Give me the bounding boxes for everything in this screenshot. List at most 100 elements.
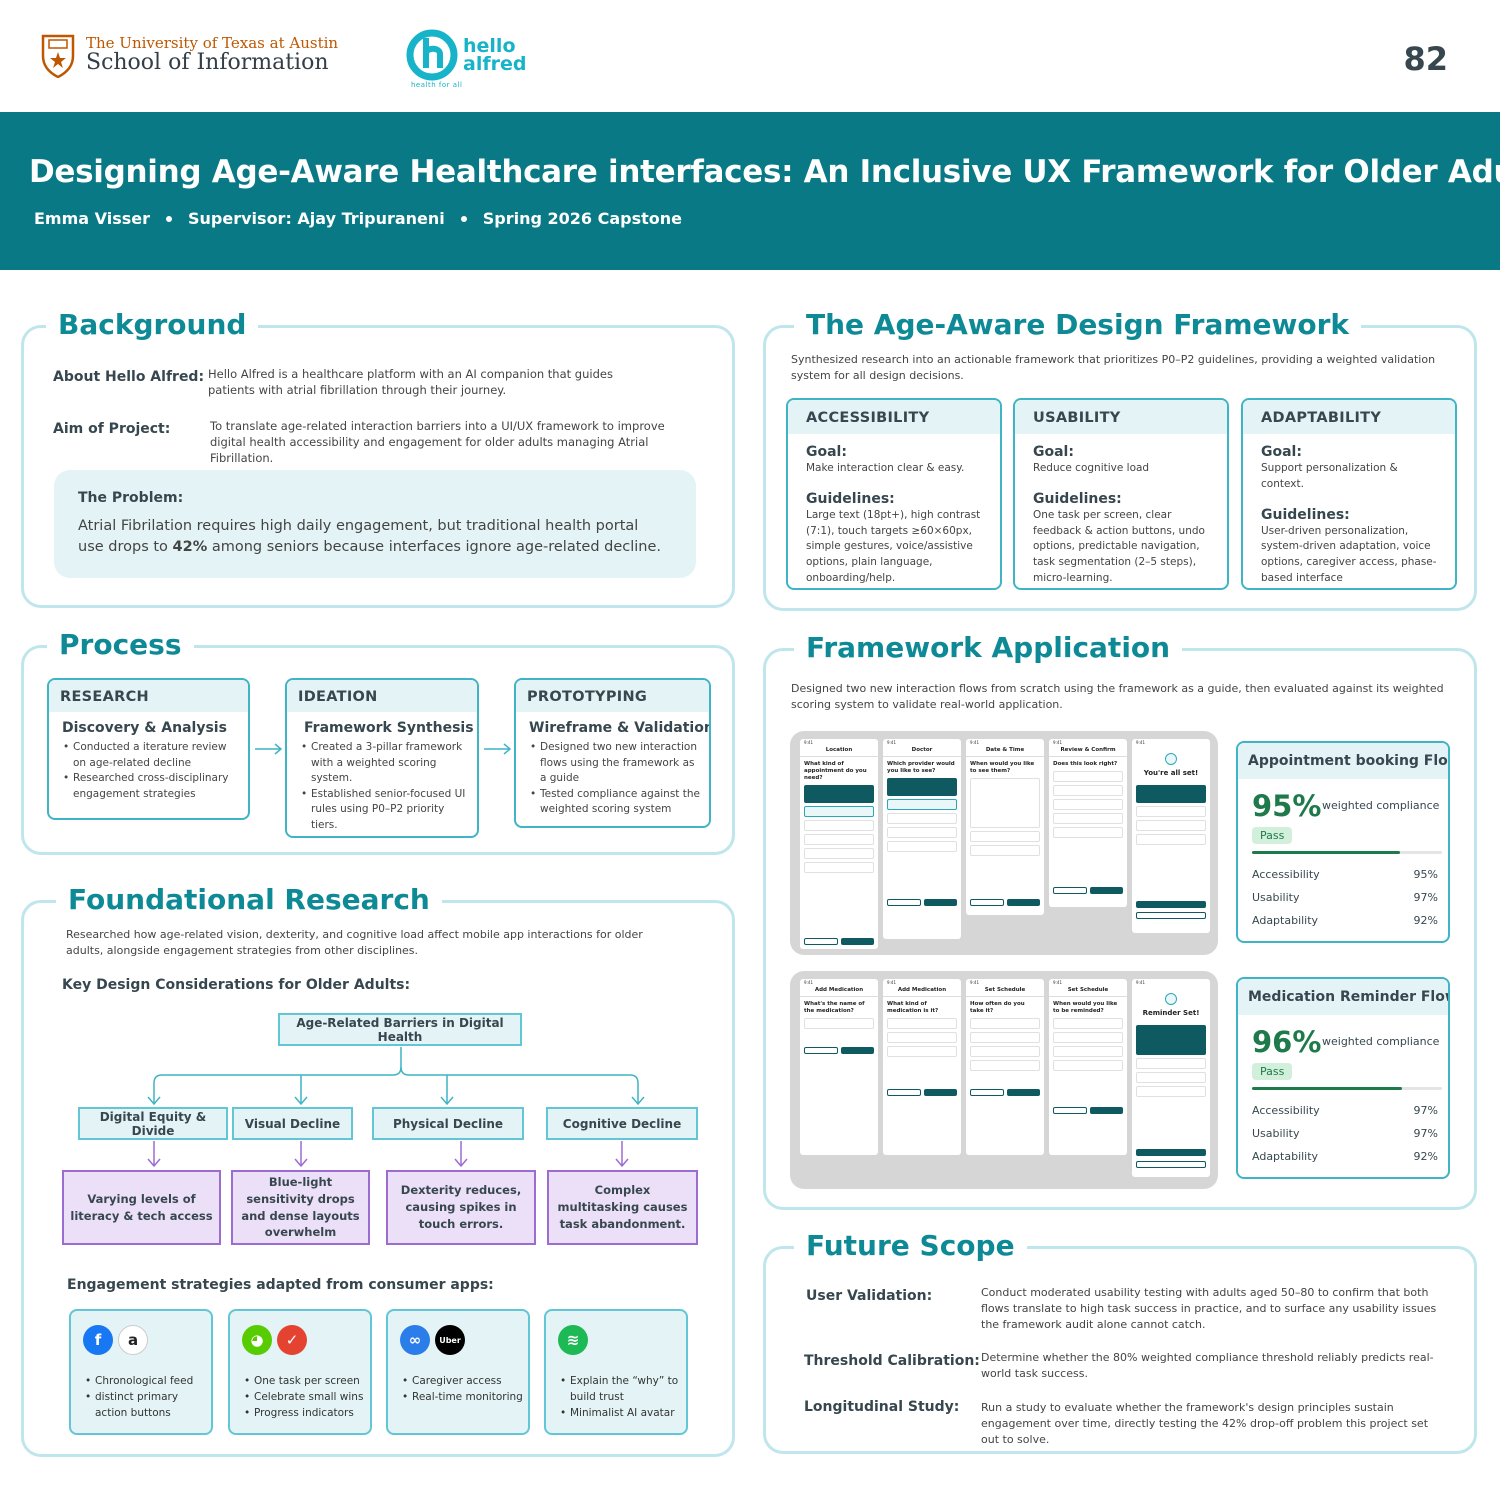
guidelines-label: Guidelines: (1033, 490, 1122, 507)
screen-title: Doctor (883, 747, 961, 757)
framework-card-adaptability: ADAPTABILITY Goal: Support personalizati… (1241, 398, 1457, 590)
flow-name: Appointment booking Flow (1238, 743, 1448, 779)
process-card-subtitle: Discovery & Analysis (62, 720, 227, 736)
hello-alfred-logo: hello alfred health for all (405, 28, 526, 89)
goal-label: Goal: (1033, 444, 1074, 460)
screen-title: Date & Time (966, 747, 1044, 757)
future-item-text: Run a study to evaluate whether the fram… (981, 1401, 1429, 1446)
list-item: Celebrate small wins (244, 1390, 370, 1406)
goal-text: Reduce cognitive load (1033, 462, 1150, 474)
todoist-icon: ✓ (277, 1325, 307, 1355)
tree-connectors (147, 1047, 645, 1168)
foundational-research-panel: Foundational Research Researched how age… (21, 883, 735, 1457)
problem-text: Atrial Fibrilation requires high daily e… (78, 518, 662, 556)
screen-question: What's the name of the medication? (804, 1001, 865, 1015)
screen-title: Set Schedule (1049, 987, 1127, 997)
framework-card-title: ADAPTABILITY (1243, 400, 1455, 434)
check-icon (1165, 753, 1177, 765)
flow-percent: 96% (1252, 1025, 1322, 1059)
ut-university-name: The University of Texas at Austin (86, 33, 339, 52)
list-item: Researched cross-disciplinary engagement… (63, 771, 240, 802)
screen-question: When would you like to be reminded? (1053, 1001, 1118, 1015)
list-item: Conducted a iterature review on age-rela… (63, 740, 240, 771)
arrow-right-icon (484, 743, 512, 755)
list-item: Minimalist AI avatar (560, 1406, 686, 1422)
process-card-prototyping: PROTOTYPING Wireframe & Validation Desig… (514, 678, 711, 828)
phone-screen: 9:41 Location What kind of appointment d… (800, 739, 878, 949)
alfred-word-hello: hello (463, 34, 516, 57)
category-node: Digital Equity & Divide (78, 1107, 228, 1140)
process-card-subtitle: Framework Synthesis (304, 720, 474, 736)
process-card-title: RESEARCH (49, 680, 248, 712)
framework-application-panel: Framework Application Designed two new i… (763, 631, 1477, 1210)
separator-dot (166, 215, 173, 222)
process-card-title: PROTOTYPING (516, 680, 709, 712)
screen-title: Add Medication (800, 987, 878, 997)
flow-name: Medication Reminder Flow (1238, 979, 1448, 1015)
page-number: 82 (1403, 40, 1448, 78)
process-title: Process (47, 628, 194, 661)
engagement-heading: Engagement strategies adapted from consu… (67, 1277, 494, 1293)
list-item: Explain the “why” to build trust (560, 1374, 686, 1406)
guidelines-label: Guidelines: (1261, 506, 1350, 523)
future-item-label: Threshold Calibration: (804, 1353, 980, 1369)
background-title: Background (46, 308, 259, 341)
category-node: Visual Decline (232, 1107, 353, 1140)
list-item: Caregiver access (402, 1374, 528, 1390)
barrier-node: Blue-light sensitivity drops and dense l… (231, 1170, 370, 1245)
medication-flow-screens: 9:41 Add Medication What's the name of t… (790, 971, 1218, 1189)
engagement-card: ∞ Uber Caregiver access Real-time monito… (386, 1309, 530, 1435)
phone-screen: 9:41 Add Medication What kind of medicat… (883, 979, 961, 1155)
framework-panel: The Age-Aware Design Framework Synthesiz… (763, 308, 1477, 611)
foundational-title: Foundational Research (56, 883, 442, 916)
future-item-text: Determine whether the 80% weighted compl… (981, 1351, 1434, 1380)
screen-question: Does this look right? (1053, 761, 1118, 767)
screen-question: Reminder Set! (1142, 1009, 1200, 1017)
framework-title: The Age-Aware Design Framework (794, 308, 1362, 341)
screen-question: When would you like to see them? (970, 761, 1035, 775)
category-node: Cognitive Decline (546, 1107, 698, 1140)
phone-screen: 9:41 Review & Confirm Does this look rig… (1049, 739, 1127, 907)
list-item: One task per screen (244, 1374, 370, 1390)
screen-title: Set Schedule (966, 987, 1044, 997)
duolingo-icon: ◕ (242, 1325, 272, 1355)
key-considerations-heading: Key Design Considerations for Older Adul… (62, 977, 411, 993)
engagement-card: ≋ Explain the “why” to build trust Minim… (544, 1309, 688, 1435)
pass-badge: Pass (1252, 1063, 1293, 1080)
about-label: About Hello Alfred: (53, 369, 205, 385)
flow-percent: 95% (1252, 789, 1322, 823)
about-text: Hello Alfred is a healthcare platform wi… (208, 367, 613, 398)
guidelines-text: Large text (18pt+), high contrast (7:1),… (806, 508, 981, 584)
phone-screen: 9:41 Add Medication What's the name of t… (800, 979, 878, 1155)
framework-card-title: USABILITY (1015, 400, 1227, 434)
phone-screen: 9:41 You're all set! (1132, 739, 1210, 933)
list-item: Progress indicators (244, 1406, 370, 1422)
list-item: Chronological feed (85, 1374, 211, 1390)
application-intro: Designed two new interaction flows from … (791, 682, 1444, 711)
problem-title: The Problem: (78, 490, 184, 506)
phone-screen: 9:41 Set Schedule How often do you take … (966, 979, 1044, 1155)
screen-title: Add Medication (883, 987, 961, 997)
flow-percent-label: weighted compliance (1322, 799, 1440, 812)
list-item: Created a 3-pillar framework with a weig… (301, 740, 469, 787)
ut-austin-logo: The University of Texas at Austin School… (40, 32, 338, 78)
framework-card-accessibility: ACCESSIBILITY Goal: Make interaction cle… (786, 398, 1002, 590)
goal-label: Goal: (806, 444, 847, 460)
goal-text: Make interaction clear & easy. (806, 462, 965, 474)
barrier-node: Dexterity reduces, causing spikes in tou… (386, 1170, 536, 1245)
engagement-card: f a Chronological feed distinct primary … (69, 1309, 213, 1435)
list-item: Designed two new interaction flows using… (530, 740, 701, 787)
screen-title: Review & Confirm (1049, 747, 1127, 757)
engagement-card: ◕ ✓ One task per screen Celebrate small … (228, 1309, 372, 1435)
phone-screen: 9:41 Date & Time When would you like to … (966, 739, 1044, 915)
ut-shield-icon (41, 34, 75, 78)
calendar-icon (1165, 993, 1177, 1005)
guidelines-text: One task per screen, clear feedback & ac… (1033, 508, 1205, 584)
barrier-node: Varying levels of literacy & tech access (62, 1170, 221, 1245)
process-card-title: IDEATION (287, 680, 477, 712)
screen-title: Location (800, 747, 878, 757)
